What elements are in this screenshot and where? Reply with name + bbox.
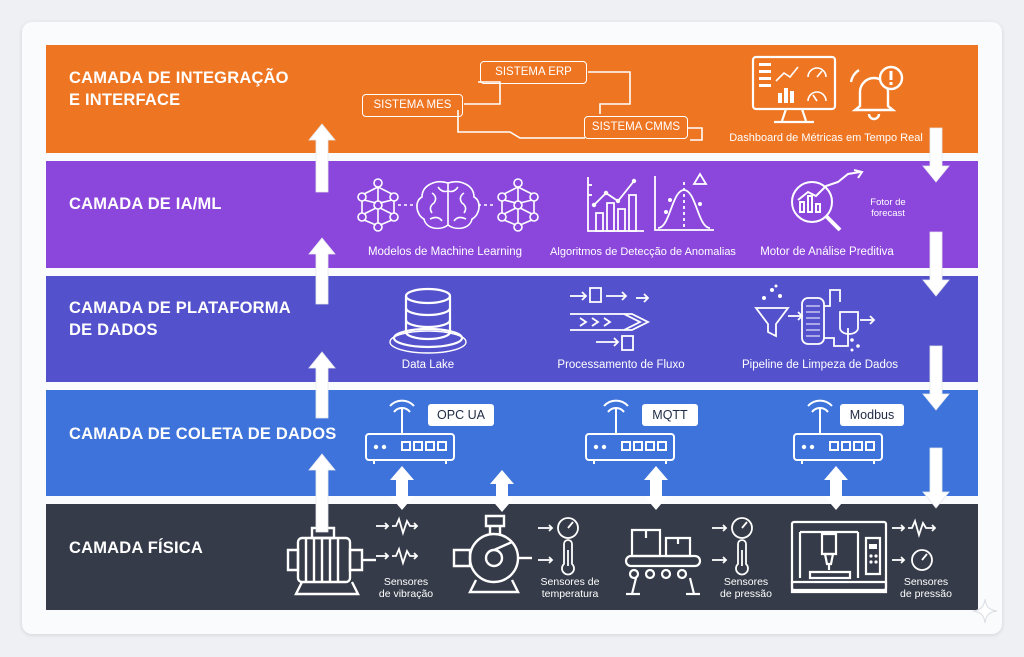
forecast-label: Fotor de forecast [870,197,905,219]
electric-motor-icon [284,524,380,600]
temperature-sensors-icon [536,514,588,580]
forecast-line-1: Fotor de [870,197,906,208]
bell-curve-icon [652,170,718,236]
pipeline-icon [748,284,880,352]
sensor-label-line-2: temperatura [541,588,599,600]
forecast-line-2: forecast [871,208,905,219]
monitor-dashboard-icon [750,55,840,127]
mes-label: SISTEMA MES [373,99,452,111]
cleaning-pipeline-label: Pipeline de Limpeza de Dados [742,359,898,371]
cmms-system-box: SISTEMA CMMS [584,116,688,139]
cnc-machine-icon [788,516,890,600]
conveyor-icon [620,522,706,600]
bidirectional-arrow-2 [490,470,514,512]
pressure-sensors-label-2: Sensores de pressão [900,576,952,600]
sensor-label-line-2: de vibração [378,588,434,600]
ai-ml-layer-title: CAMADA DE IA/ML [69,195,222,213]
title-line-2: DE DADOS [69,321,158,339]
up-arrow-to-integration [308,123,336,193]
erp-label: SISTEMA ERP [495,66,572,78]
alarm-bell-icon [848,64,910,120]
data-platform-layer [46,276,978,382]
cmms-label: SISTEMA CMMS [591,121,681,133]
physical-layer-title: CAMADA FÍSICA [69,539,203,557]
database-icon [388,286,468,354]
collection-layer-title: CAMADA DE COLETA DE DADOS [69,425,337,443]
dashboard-label: Dashboard de Métricas em Tempo Real [729,132,923,144]
bidirectional-arrow-4 [824,466,848,510]
router-icon-1 [362,402,458,466]
opcua-label: OPC UA [437,408,485,422]
stream-icon [566,284,668,354]
up-arrow-to-platform [308,351,336,419]
router-icon-3 [790,402,886,466]
down-arrow-from-platform [922,345,950,411]
erp-system-box: SISTEMA ERP [480,61,587,84]
temperature-sensors-label: Sensores de temperatura [541,576,600,600]
centrifugal-pump-icon [452,512,538,600]
stream-processing-label: Processamento de Fluxo [557,359,685,371]
sensor-label-line-1: Sensores de [540,576,600,588]
data-platform-layer-title: CAMADA DE PLATAFORMA DE DADOS [69,297,291,341]
bidirectional-arrow-3 [644,466,668,510]
neural-network-icon [352,175,544,235]
sensor-label-line-1: Sensores [903,576,949,588]
sensor-label-line-1: Sensores [723,576,769,588]
pressure-sensors-label-1: Sensores de pressão [720,576,772,600]
ai-ml-layer [46,161,978,268]
bar-chart-icon [584,175,646,235]
modbus-label: Modbus [849,408,895,422]
title-line-1: CAMADA DE INTEGRAÇÃO [69,69,289,87]
title-line-2: E INTERFACE [69,91,181,109]
down-arrow-from-integration [922,127,950,183]
anomaly-detection-label: Algoritmos de Detecção de Anomalias [550,246,736,258]
bidirectional-arrow-1 [390,466,414,510]
sensor-label-line-2: de pressão [720,588,772,600]
sensor-label-line-2: de pressão [900,588,952,600]
predictive-engine-label: Motor de Análise Preditiva [760,246,894,258]
magnifier-forecast-icon [786,170,878,236]
mes-system-box: SISTEMA MES [362,94,463,117]
integration-layer-title: CAMADA DE INTEGRAÇÃO E INTERFACE [69,67,289,111]
up-arrow-to-collection [308,453,336,533]
mqtt-protocol-tag: MQTT [642,404,698,426]
router-icon-2 [582,402,678,466]
sensor-label-line-1: Sensores [383,576,429,588]
vibration-sensors-icon [374,516,424,566]
mqtt-label: MQTT [652,408,688,422]
up-arrow-to-ai [308,237,336,305]
data-lake-label: Data Lake [401,359,455,371]
title-line-1: CAMADA DE PLATAFORMA [69,299,291,317]
vibration-pressure-sensors-icon [890,514,942,580]
ml-models-label: Modelos de Machine Learning [367,246,523,258]
down-arrow-from-ai [922,231,950,297]
modbus-protocol-tag: Modbus [840,404,904,426]
pressure-sensors-icon-1 [710,514,762,580]
vibration-sensors-label: Sensores de vibração [379,576,433,600]
sparkle-icon [972,598,998,624]
down-arrow-from-collection [922,447,950,509]
integration-layer [46,45,978,153]
opcua-protocol-tag: OPC UA [428,404,494,426]
